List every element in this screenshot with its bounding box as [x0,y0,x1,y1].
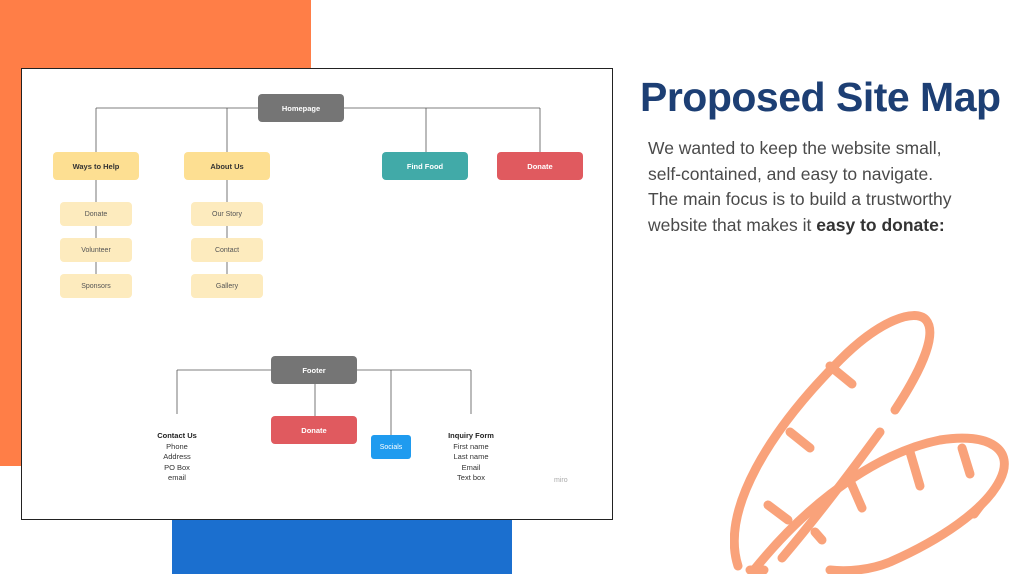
description-line: We wanted to keep the website small, [648,138,942,158]
contact-us-line: Phone [166,441,188,451]
node-footer-socials: Socials [371,435,411,459]
node-ways-sponsors: Sponsors [60,274,132,298]
description-line: The main focus is to build a trustworthy [648,189,952,209]
node-footer: Footer [271,356,357,384]
node-ways-to-help: Ways to Help [53,152,139,180]
inquiry-form-line: Last name [453,452,489,461]
description-emphasis: easy to donate: [816,214,945,235]
blue-background-block [172,520,512,574]
node-find-food: Find Food [382,152,468,180]
description-line: website that makes it easy to donate: [648,213,1008,239]
node-ways-volunteer: Volunteer [60,238,132,262]
node-footer-donate: Donate [271,416,357,444]
inquiry-form-title: Inquiry Form [448,431,494,440]
slide-title: Proposed Site Map [640,74,1001,120]
node-homepage: Homepage [258,94,344,122]
contact-us-line: Address [163,452,191,461]
footer-contact-us: Contact Us Phone Address PO Box email [137,431,217,484]
connector-lines [95,107,541,435]
contact-us-line: PO Box [164,462,190,472]
slide-description: We wanted to keep the website small, sel… [648,136,1008,238]
inquiry-form-line: Email [461,462,481,472]
inquiry-form-line: Text box [457,473,485,482]
contact-us-line: email [168,473,186,482]
node-about-contact: Contact [191,238,263,262]
node-about-gallery: Gallery [191,274,263,298]
description-line: self-contained, and easy to navigate. [648,163,934,184]
footer-inquiry-form: Inquiry Form First name Last name Email … [431,431,511,484]
node-about-us: About Us [184,152,270,180]
node-ways-donate: Donate [60,202,132,226]
miro-watermark: miro [554,477,568,484]
node-about-our-story: Our Story [191,202,263,226]
inquiry-form-line: First name [453,441,489,451]
sitemap-board: Homepage Ways to Help About Us Find Food… [21,68,613,520]
description-text: website that makes it [648,214,817,235]
node-donate: Donate [497,152,583,180]
bread-icon [730,311,1009,574]
contact-us-title: Contact Us [157,431,197,440]
